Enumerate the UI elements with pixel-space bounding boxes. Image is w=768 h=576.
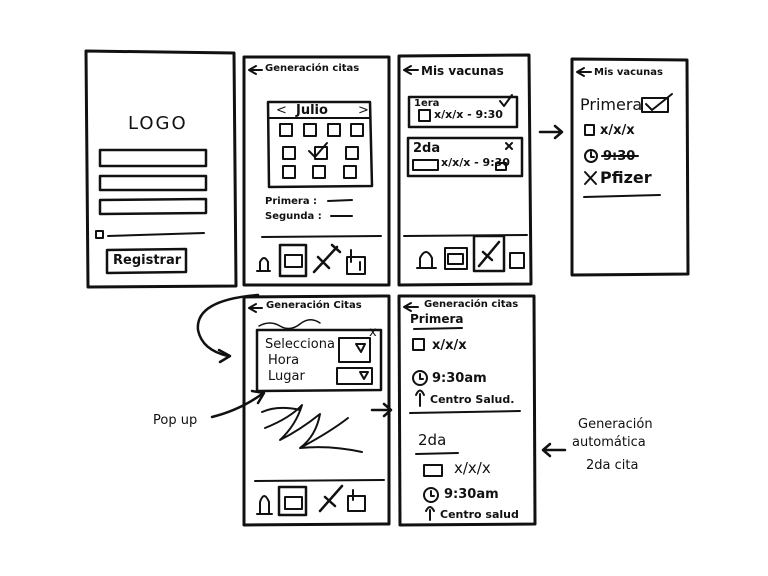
segunda-label: Segunda : [265, 211, 322, 222]
auto-annotation-line1: Generación [578, 417, 653, 432]
result-segunda-place: Centro salud [440, 508, 519, 521]
result-primera-place: Centro Salud. [430, 393, 515, 406]
detail-header: Mis vacunas [594, 67, 663, 78]
detail-vaccine: Pfizer [600, 168, 652, 187]
screen-login-frame [84, 49, 238, 289]
result-primera-title: Primera [410, 312, 464, 326]
card1-value: x/x/x - 9:30 [434, 108, 503, 121]
vaccine-card-1[interactable] [407, 94, 519, 129]
result-segunda-date: x/x/x [454, 459, 491, 477]
vaccine-card-2[interactable] [406, 136, 524, 178]
popup-dialog[interactable] [255, 328, 383, 393]
generacion-bottom-nav[interactable] [256, 243, 366, 278]
card1-label: 1era [414, 98, 440, 109]
detail-date: x/x/x [600, 123, 635, 138]
primera-label: Primera : [265, 196, 318, 207]
auto-annotation-line3: 2da cita [586, 458, 639, 473]
popup-line-lugar: Lugar [268, 369, 305, 384]
screen-detail-frame [570, 57, 690, 277]
login-fields [95, 148, 208, 275]
auto-annotation-arrow [541, 442, 567, 458]
screen-result-frame [397, 294, 537, 527]
calendar-month-label: Julio [296, 103, 328, 118]
screen-generacion-frame [242, 55, 391, 287]
popup-line-hora: Hora [268, 353, 300, 368]
register-button[interactable]: Registrar [113, 253, 182, 268]
popup-close-icon[interactable]: x [369, 325, 377, 340]
calendar-next-button[interactable]: > [358, 103, 369, 118]
popup-annotation-arrow [196, 293, 266, 419]
calendar-widget[interactable] [266, 100, 374, 189]
vacunas-bottom-nav[interactable] [403, 234, 528, 273]
popup-annotation-label: Pop up [153, 413, 198, 428]
generacion-header: Generación citas [265, 63, 360, 74]
mis-vacunas-header: Mis vacunas [421, 64, 504, 78]
screen-popup-frame [242, 294, 391, 527]
popup-line-selecciona: Selecciona [265, 337, 335, 352]
card2-value: x/x/x - 9:30 [441, 156, 510, 169]
detail-time: 9:30 [603, 149, 636, 164]
result-header: Generación citas [424, 299, 519, 310]
calendar-prev-button[interactable]: < [276, 103, 287, 118]
detail-title: Primera [580, 95, 643, 114]
auto-annotation-line2: automática [572, 435, 646, 450]
result-segunda-time: 9:30am [444, 487, 499, 502]
popup-screen-header: Generación Citas [266, 300, 362, 311]
result-primera-time: 9:30am [432, 371, 487, 386]
screen5-to-screen6-arrow [370, 402, 393, 418]
screen-mis-vacunas-frame [397, 53, 533, 287]
popup-scribble [261, 404, 363, 453]
popup-bottom-nav[interactable] [254, 479, 385, 517]
arrow-to-detail [538, 124, 564, 140]
logo-text: LOGO [128, 113, 188, 134]
card2-label: 2da [413, 141, 441, 156]
result-segunda-title: 2da [418, 431, 447, 449]
result-icons [409, 327, 521, 521]
detail-icons [583, 93, 673, 198]
generacion-dash-lines [261, 199, 382, 238]
result-primera-date: x/x/x [432, 338, 467, 353]
